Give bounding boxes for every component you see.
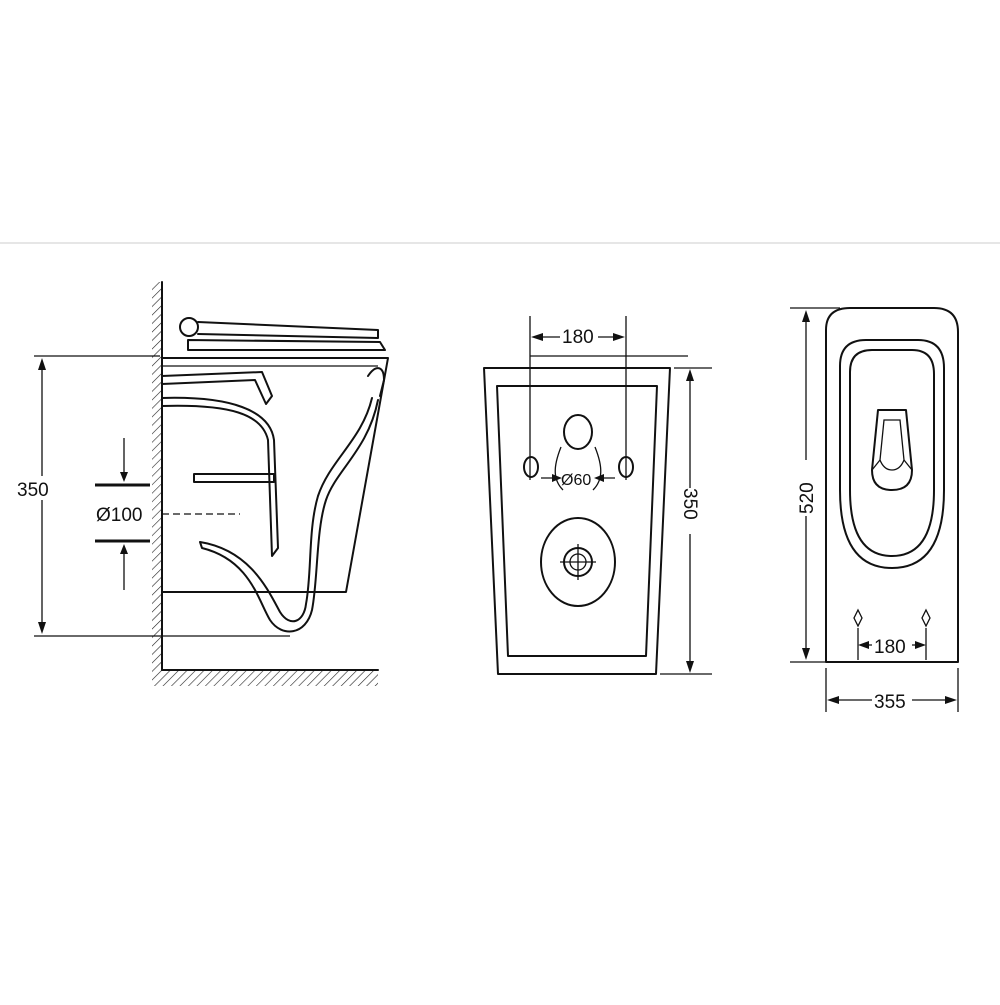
inlet-bracket: [554, 446, 602, 491]
top-bolt-arrow-right: [915, 641, 926, 649]
front-height-label-bg: [678, 488, 704, 534]
front-height-arrow-top: [686, 369, 694, 381]
top-outline: [825, 307, 959, 663]
seat-outer: [839, 339, 945, 569]
outlet-diameter-label: Ø100: [96, 505, 142, 526]
width-arrow-right: [945, 696, 957, 704]
length-arrow-bottom: [802, 648, 810, 660]
height-label-bg: [14, 476, 62, 500]
height-arrow-bottom: [38, 622, 46, 634]
inlet-arrow-right: [594, 474, 604, 482]
length-arrow-top: [802, 310, 810, 322]
bolt-arrow-right: [613, 333, 625, 341]
length-label-bg: [794, 460, 818, 516]
floor-hatch: [152, 670, 378, 686]
top-bolt-arrow-left: [858, 641, 869, 649]
inner-channel: [161, 396, 279, 557]
side-view: Ø100 350: [14, 281, 389, 686]
top-width-label: 355: [874, 692, 906, 713]
outlet-ring: [540, 517, 616, 607]
front-view: Ø60 180 350: [483, 316, 712, 675]
width-arrow-left: [827, 696, 839, 704]
hinge-circle: [179, 317, 199, 337]
drain-outline: [871, 409, 913, 491]
seat-lid: [197, 321, 379, 339]
rim-front: [367, 367, 385, 397]
front-outline: [483, 367, 671, 675]
top-length-label: 520: [797, 482, 818, 514]
wall-hatch: [152, 282, 162, 670]
front-height-label: 350: [679, 488, 700, 520]
outlet-arrow-bottom: [120, 544, 128, 554]
front-height-arrow-bottom: [686, 661, 694, 673]
side-height-label: 350: [17, 480, 49, 501]
top-bolt-label-bg: [872, 634, 912, 656]
left-bolt-hole: [523, 456, 539, 478]
inlet-arrow-left: [552, 474, 562, 482]
top-bolt-spacing-label: 180: [874, 637, 906, 658]
drain-edges: [871, 459, 913, 471]
outlet-pipe: [193, 473, 275, 483]
bowl-body: [161, 357, 389, 593]
drain-inner: [879, 419, 905, 471]
inlet-hole: [563, 414, 593, 450]
flush-rim: [161, 371, 273, 405]
bolt-arrow-left: [531, 333, 543, 341]
top-view: 180 520 355: [790, 307, 959, 713]
front-bolt-spacing-label: 180: [562, 327, 594, 348]
bolt-label-bg: [560, 324, 598, 346]
height-arrow-top: [38, 358, 46, 370]
top-left-bolt: [853, 608, 863, 628]
seat-inner: [849, 349, 935, 557]
width-label-bg: [872, 688, 912, 710]
front-inner-outline: [496, 385, 658, 657]
seat-ring: [187, 339, 386, 351]
top-right-bolt: [921, 608, 931, 628]
trap-curve: [199, 397, 379, 633]
outlet-arrow-top: [120, 472, 128, 482]
inlet-diameter-label: Ø60: [561, 472, 591, 489]
